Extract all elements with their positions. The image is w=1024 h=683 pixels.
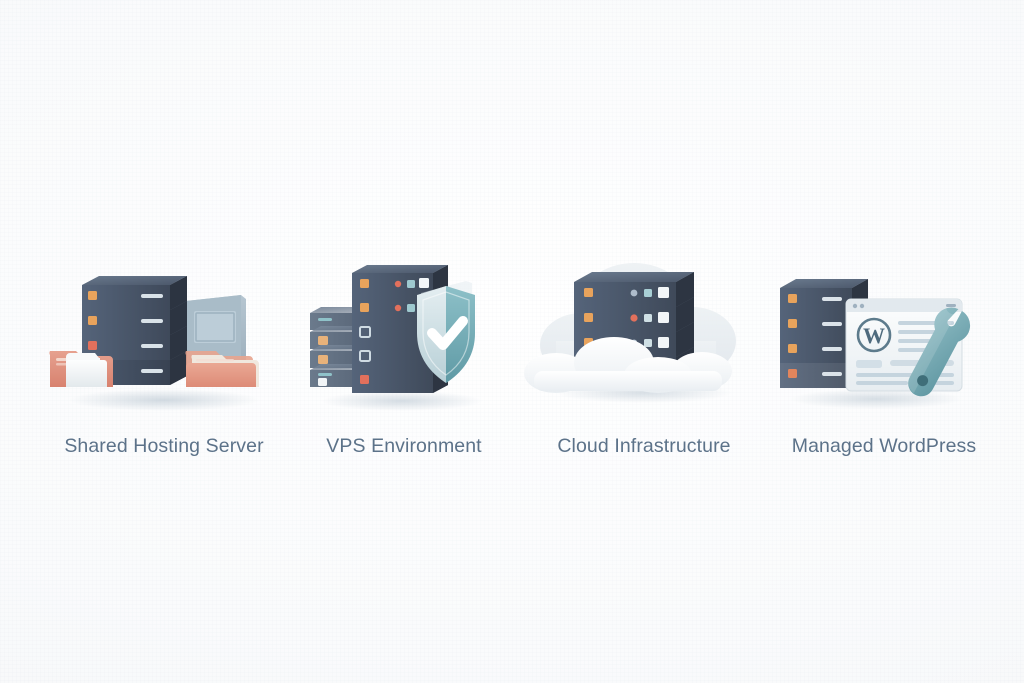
wrench-hole	[917, 375, 929, 387]
wordpress-logo-letter: W	[863, 323, 885, 348]
server-stack-with-folders-icon	[36, 259, 292, 419]
ground-shadow	[322, 391, 482, 411]
hosting-card-label: Cloud Infrastructure	[557, 435, 731, 457]
hosting-card-shared-hosting-server[interactable]: Shared Hosting Server	[36, 248, 292, 458]
server-stack-with-shield-icon	[276, 259, 532, 419]
file-folders-left	[49, 351, 113, 387]
check-icon	[427, 316, 468, 350]
wrench-icon	[908, 307, 971, 397]
server-stack-with-browser-wrench-icon: W	[756, 259, 1012, 419]
hosting-card-cloud-infrastructure[interactable]: Cloud Infrastructure	[516, 248, 772, 458]
wordpress-logo: W	[856, 317, 892, 353]
hosting-card-vps-environment[interactable]: VPS Environment	[276, 248, 532, 458]
browser-dot	[859, 303, 865, 309]
hosting-card-label: VPS Environment	[326, 435, 482, 457]
file-folders-right	[185, 351, 259, 387]
security-shield-check	[417, 281, 475, 383]
ground-shadow	[790, 389, 962, 409]
ground-shadow	[69, 389, 259, 411]
content-block	[856, 360, 882, 368]
browser-dot	[852, 303, 858, 309]
hosting-card-label: Managed WordPress	[791, 435, 977, 457]
cloud-front	[524, 337, 732, 393]
server-stack-in-clouds-icon	[516, 259, 772, 419]
hosting-card-label: Shared Hosting Server	[64, 435, 264, 457]
hosting-card-managed-wordpress[interactable]: W	[756, 248, 1012, 458]
